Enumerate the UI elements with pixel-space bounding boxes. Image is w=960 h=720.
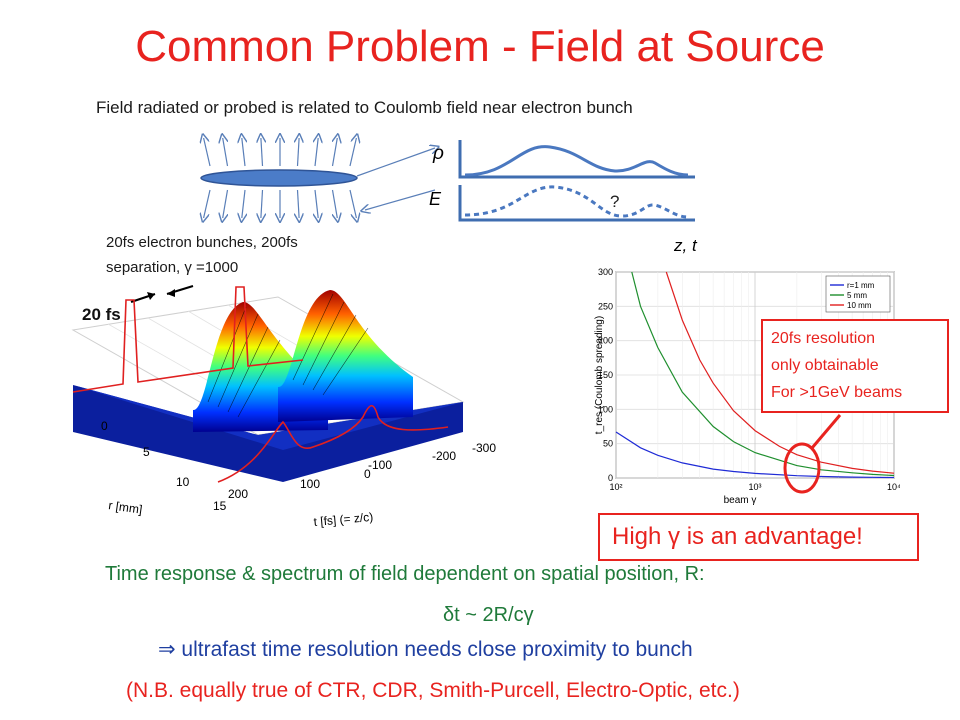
chart-series	[615, 271, 895, 479]
field-arrow-up	[204, 138, 211, 167]
field-arrow-down	[315, 189, 318, 218]
dt-formula: δt ~ 2R/cγ	[443, 604, 534, 626]
field-arrow-down	[298, 189, 300, 218]
e-profile-curve	[464, 185, 689, 219]
field-arrow-down	[223, 189, 228, 218]
x-tick-label: 10³	[748, 482, 761, 492]
time-response-text: Time response & spectrum of field depend…	[105, 563, 705, 585]
resolution-note-box: 20fs resolution only obtainable For >1Ge…	[761, 319, 949, 413]
highlight-circle	[783, 414, 842, 494]
field-arrow-up	[298, 138, 300, 167]
chart-x-label: beam γ	[724, 495, 757, 506]
t-tick-neg100: -100	[368, 458, 392, 472]
profile-sketch: ρ E ? z, t	[429, 140, 698, 255]
y-tick-label: 200	[598, 336, 613, 346]
bunch-caption: 20fs electron bunches, 200fs separation,…	[106, 234, 298, 276]
bunch-length-arrows	[130, 284, 194, 304]
r-axis-label: r [mm]	[108, 498, 144, 517]
t-tick-neg300: -300	[472, 441, 496, 455]
rho-symbol: ρ	[432, 143, 444, 164]
electron-bunch	[200, 169, 358, 187]
slide-subtitle: Field radiated or probed is related to C…	[96, 98, 633, 117]
back-wall-projection	[72, 286, 304, 393]
chart-y-label: t_res (Coulomb spreading)	[594, 316, 605, 434]
slide-title: Common Problem - Field at Source	[135, 22, 825, 71]
t-tick-0: 0	[364, 467, 371, 481]
chart-y-ticks: 0 50 100 150 200 250 300	[598, 267, 613, 483]
r-tick-0: 0	[101, 419, 108, 433]
front-projection	[217, 404, 449, 483]
e-symbol: E	[429, 189, 442, 209]
x-tick-label: 10⁴	[887, 482, 900, 492]
legend-box	[825, 275, 891, 313]
field-arrow-up	[349, 138, 356, 167]
t-axis-label: t [fs] (= z/c)	[313, 510, 374, 529]
series-line	[665, 271, 895, 474]
field-lines	[204, 138, 357, 218]
field-arrow-down	[242, 189, 245, 218]
y-tick-label: 0	[608, 473, 613, 483]
ultrafast-conclusion: ⇒ ultrafast time resolution needs close …	[158, 638, 693, 661]
field-arrow-down	[333, 189, 338, 218]
r-tick-10: 10	[176, 475, 190, 489]
field-arrow-down	[349, 189, 356, 218]
bunch-length-label: 20 fs	[82, 305, 121, 324]
surface-pulses	[193, 290, 413, 432]
field-arrow-up	[242, 138, 245, 167]
field-arrow-down	[204, 189, 211, 218]
y-tick-label: 300	[598, 267, 613, 277]
t-tick-neg200: -200	[432, 449, 456, 463]
r-tick-5: 5	[143, 445, 150, 459]
t-tick-100: 100	[300, 477, 320, 491]
rho-profile-curve	[464, 145, 689, 177]
nb-note: (N.B. equally true of CTR, CDR, Smith-Pu…	[126, 679, 740, 702]
legend-label: 5 mm	[847, 291, 867, 300]
r-tick-15: 15	[213, 499, 227, 513]
field-arrow-up	[315, 138, 318, 167]
legend-label: r=1 mm	[847, 281, 875, 290]
series-line	[631, 271, 895, 477]
field-arrow-up	[333, 138, 338, 167]
rho-axes	[458, 140, 695, 179]
advantage-note-box: High γ is an advantage!	[598, 513, 919, 561]
x-tick-label: 10²	[609, 482, 622, 492]
y-tick-label: 50	[603, 439, 613, 449]
zt-axis-label: z, t	[673, 236, 698, 255]
field-arrow-up	[261, 138, 263, 167]
e-field-pointer	[365, 189, 436, 210]
y-tick-label: 250	[598, 301, 613, 311]
rho-pointer	[356, 148, 435, 177]
legend-label: 10 mm	[847, 301, 872, 310]
bunch-field-sketch	[190, 128, 440, 228]
coulomb-surface-plot: 0 5 10 15 r [mm] 200 100 0 -100 -200 -30…	[71, 286, 496, 529]
field-arrow-down	[261, 189, 263, 218]
y-tick-label: 100	[598, 404, 613, 414]
field-arrow-up	[223, 138, 228, 167]
e-axes	[458, 185, 695, 222]
y-tick-label: 150	[598, 370, 613, 380]
chart-x-ticks: 10² 10³ 10⁴	[609, 482, 900, 492]
series-line	[615, 431, 895, 479]
t-tick-200: 200	[228, 487, 248, 501]
question-mark: ?	[610, 192, 619, 211]
